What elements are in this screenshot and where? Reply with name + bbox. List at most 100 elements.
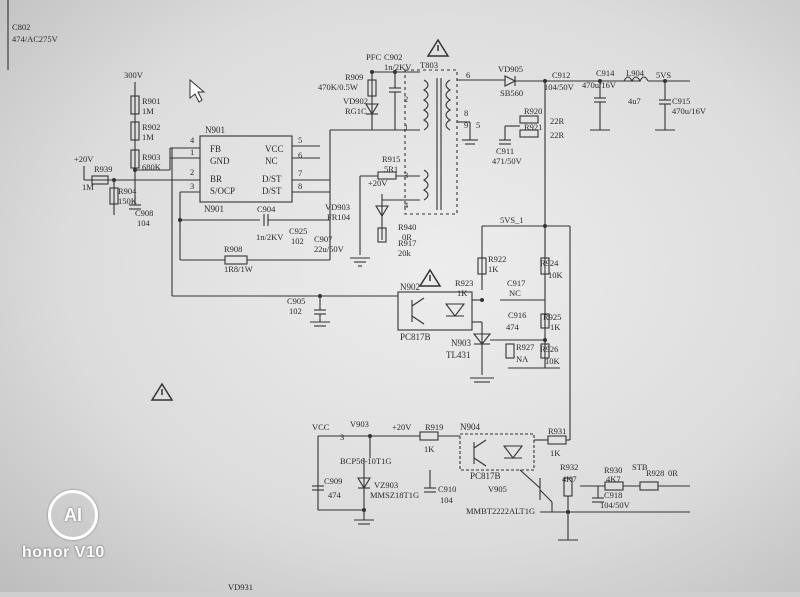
label-r924-value: 10K [548,270,564,280]
pin-num-4: 4 [190,135,195,145]
label-r915-value: 5R1 [384,164,398,174]
label-r926-value: 10K [545,356,561,366]
label-r915: R915 [382,154,400,164]
label-r920: R920 [524,106,542,116]
label-c910: C910 [438,484,456,494]
pin-br: BR [210,174,222,184]
pin-dst-1: D/ST [262,174,282,184]
label-n901-bottom: N901 [204,204,224,214]
label-r922: R922 [488,254,506,264]
label-stb: STB [632,462,648,472]
label-c909-value: 474 [328,490,342,500]
label-300v: 300V [124,70,144,80]
label-c905-value: 102 [289,306,302,316]
pin-num-8: 8 [298,181,302,191]
pin-socp: S/OCP [210,186,235,196]
label-r919: R919 [425,422,443,432]
label-r921-value: 22R [550,130,565,140]
label-c918: C918 [604,490,622,500]
label-r925: R925 [543,312,561,322]
label-pc817-b: PC817B [470,471,501,481]
label-n904: N904 [460,422,480,432]
label-vz903: VZ903 [374,480,398,490]
label-r926: R926 [540,344,558,354]
pin-gnd: GND [210,156,230,166]
label-r931-value: 1K [550,448,561,458]
label-c912-value: 104/50V [544,82,575,92]
label-vd905: VD905 [498,64,523,74]
label-r927-value: NA [516,354,529,364]
pin-num-2: 2 [190,167,194,177]
label-plus20v-a: +20V [74,154,94,164]
label-r917-value: 20k [398,248,412,258]
label-c908: C908 [135,208,153,218]
label-r932-value: 4K7 [562,474,577,484]
label-r940: R940 [398,222,416,232]
label-mmbt2222: MMBT2222ALT1G [466,506,535,516]
tx-pin-1: 1 [404,122,408,132]
label-c911-value: 471/50V [492,156,523,166]
label-c925: C925 [289,226,307,236]
label-c911: C911 [496,146,514,156]
label-c904: C904 [257,204,276,214]
warning-icon [150,382,174,401]
label-r920-value: 22R [550,116,565,126]
label-n901: N901 [205,125,225,135]
label-c802: C802 [12,22,30,32]
label-vd903-value: FR104 [327,212,351,222]
tx-pin-5: 5 [476,120,480,130]
label-r908: R908 [224,244,242,254]
watermark-brand: honor V10 [22,544,105,561]
label-c916-value: 474 [506,322,520,332]
pin-num-7: 7 [298,168,302,178]
label-c915: C915 [672,96,690,106]
tx-pin-8: 8 [464,108,468,118]
label-c917: C917 [507,278,525,288]
tx-pin-6: 6 [466,70,470,80]
label-c904-value: 1n/2KV [256,232,284,242]
pin-num-1: 1 [190,147,194,157]
label-r921: R921 [524,122,542,132]
pin-nc: NC [265,156,278,166]
pin-fb: FB [210,144,221,154]
label-r917: R917 [398,238,416,248]
label-c905: C905 [287,296,305,306]
tx-pin-9: 9 [464,120,468,130]
label-l904-value: 4u7 [628,96,641,106]
cursor-icon [189,78,206,103]
label-r922-value: 1K [488,264,499,274]
label-r923-value: 1K [457,288,468,298]
label-r939: R939 [94,164,112,174]
label-r930-value: 4K7 [606,474,621,484]
label-pin3: 3 [340,432,344,442]
label-c910-value: 104 [440,495,454,505]
label-c915-value: 470u/16V [672,106,707,116]
label-c908-value: 104 [137,218,151,228]
label-c907-value: 22u/50V [314,244,345,254]
label-c917-value: NC [509,288,521,298]
label-r902: R902 [142,122,160,132]
label-t803: T803 [420,60,438,70]
label-r928-value: 0R [668,468,678,478]
label-r930: R930 [604,465,622,475]
label-r904: R904 [118,186,137,196]
label-vd903: VD903 [325,202,350,212]
label-c916: C916 [508,310,526,320]
label-plus20v-b: +20V [368,178,388,188]
label-v905: V905 [488,484,507,494]
label-r904-value: 150K [118,196,138,206]
label-c912: C912 [552,70,570,80]
label-n903: N903 [451,338,471,348]
label-tl431: TL431 [446,350,471,360]
label-5vs: 5VS [656,70,671,80]
label-r908-value: 1R8/1W [224,264,253,274]
warning-icon [426,38,450,57]
label-r940-value: 0R [402,232,412,242]
label-r901: R901 [142,96,160,106]
label-pc817-a: PC817B [400,332,431,342]
label-r903: R903 [142,152,160,162]
label-c914-value: 470u/16V [582,80,617,90]
label-r919-value: 1K [424,444,435,454]
label-c902: C902 [384,52,402,62]
